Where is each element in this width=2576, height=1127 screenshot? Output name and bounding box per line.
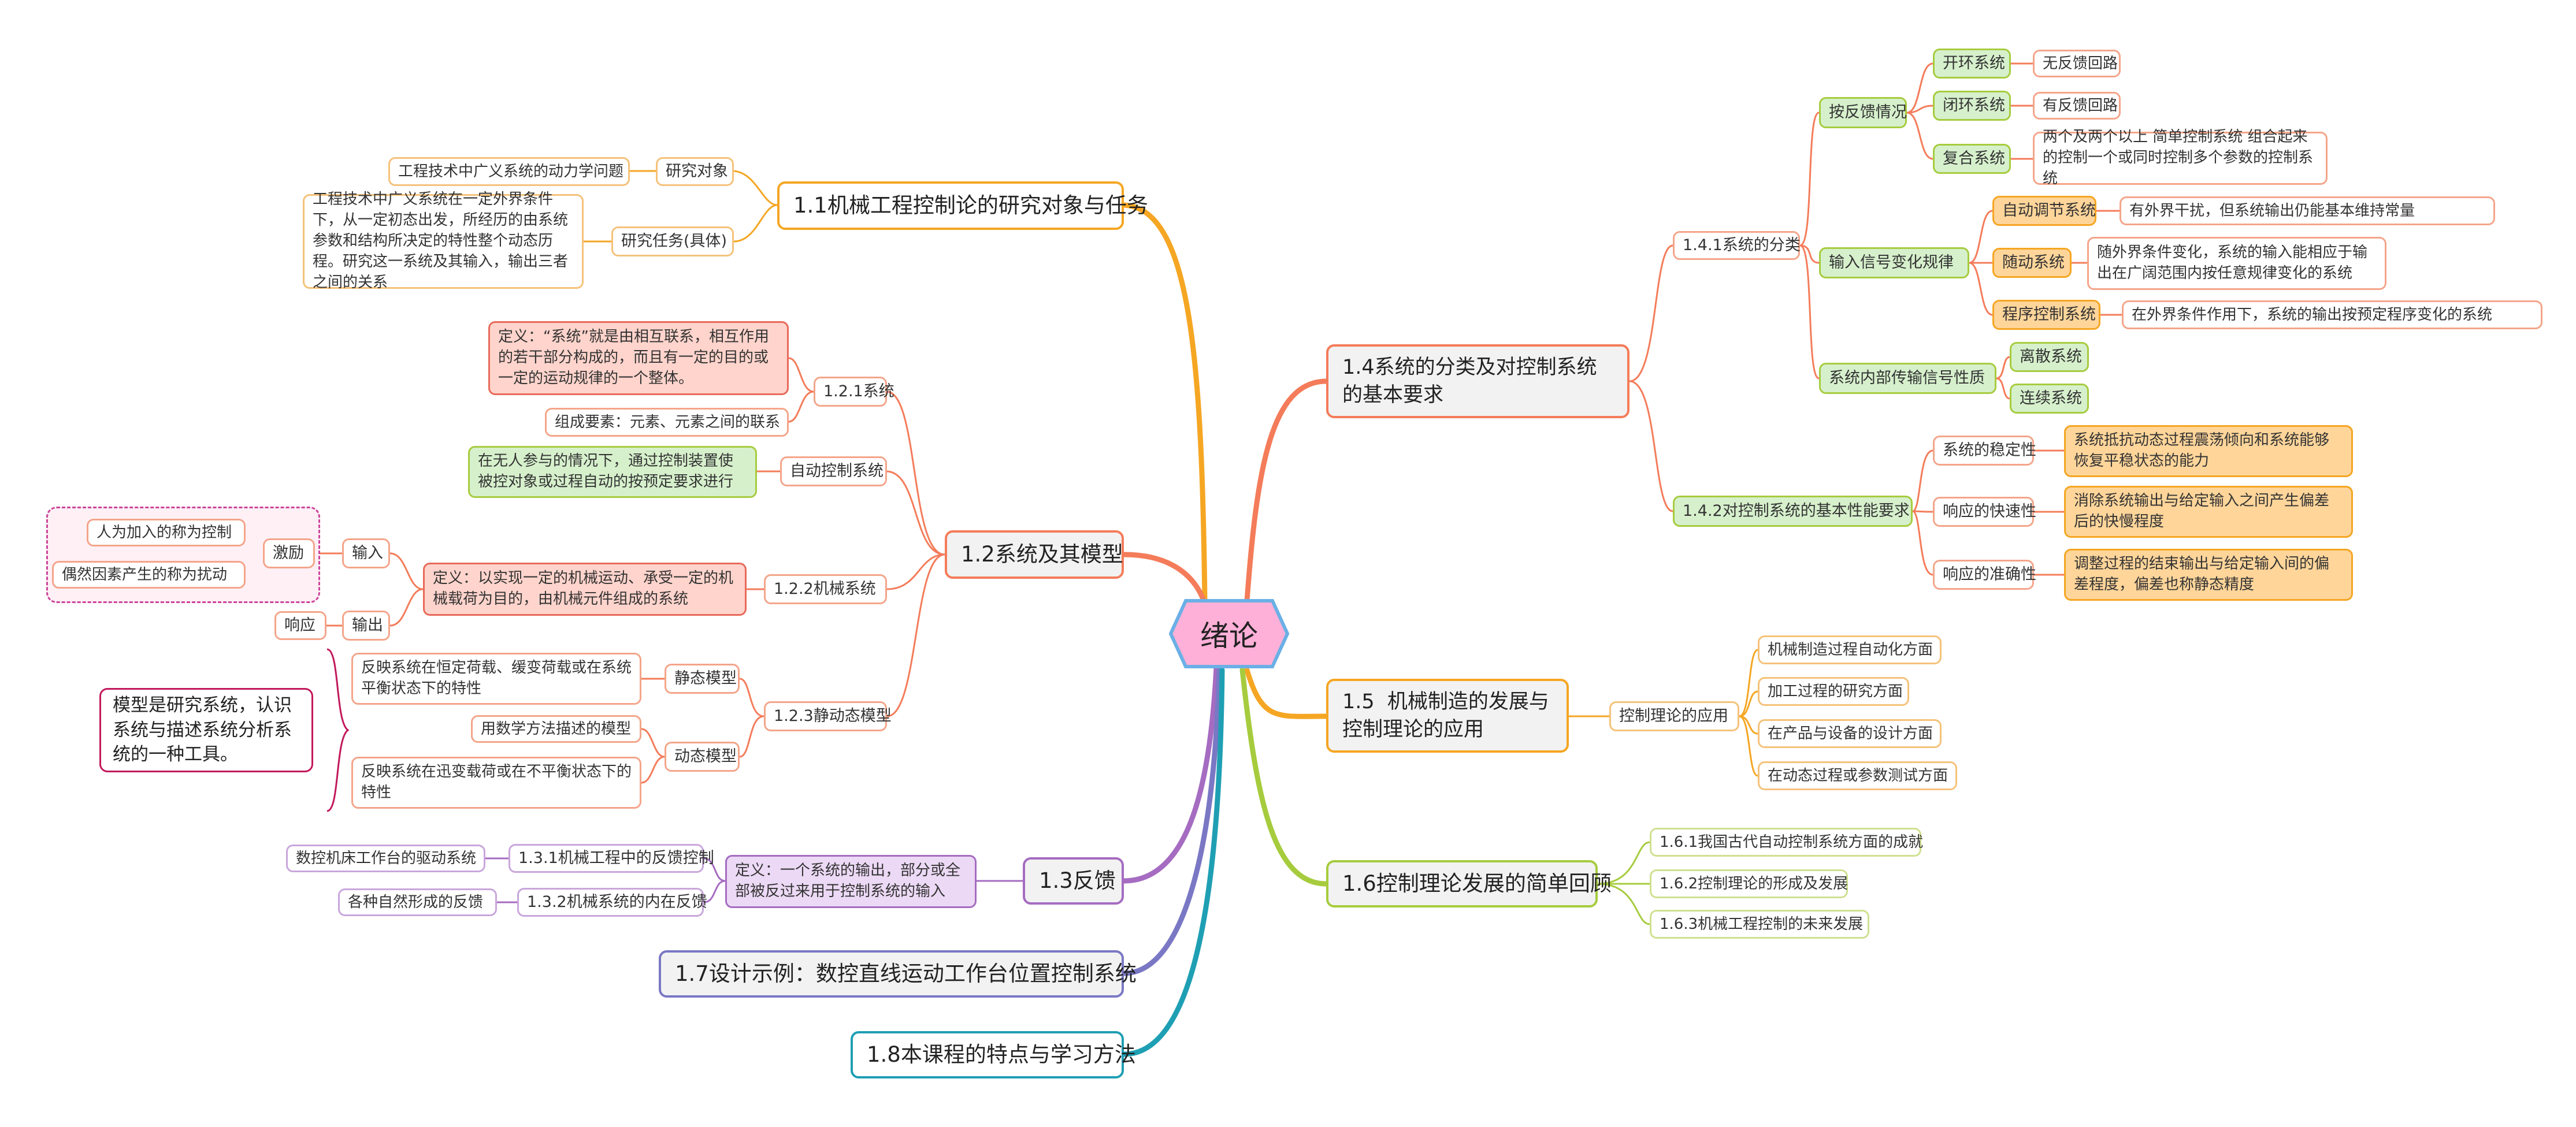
topic-1-5-applications[interactable]: 控制理论的应用 — [1609, 701, 1739, 731]
topic-1-4-1-open-loop-detail[interactable]: 无反馈回路 — [2033, 50, 2121, 77]
topic-1-2-3-summary-note[interactable]: 模型是研究系统，认识系统与描述系统分析系统的一种工具。 — [99, 688, 313, 772]
topic-1-4-2-speed[interactable]: 响应的快速性 — [1933, 497, 2036, 527]
topic-1-3-1[interactable]: 1.3.1机械工程中的反馈控制 — [508, 844, 714, 873]
topic-1-5[interactable]: 1.5 机械制造的发展与控制理论的应用 — [1326, 679, 1569, 753]
central-topic-title: 绪论 — [1200, 619, 1258, 653]
topic-1-2-auto-control[interactable]: 自动控制系统 — [780, 456, 887, 486]
topic-1-4-1-open-loop[interactable]: 开环系统 — [1933, 49, 2011, 79]
topic-1-4-2[interactable]: 1.4.2对控制系统的基本性能要求 — [1673, 496, 1913, 527]
topic-1-1-task-detail[interactable]: 工程技术中广义系统在一定外界条件下，从一定初态出发，所经历的由系统参数和结构所决… — [303, 191, 584, 291]
topic-1-4-1-closed-loop[interactable]: 闭环系统 — [1933, 91, 2011, 121]
topic-1-4-1-program-control-detail[interactable]: 在外界条件作用下，系统的输出按预定程序变化的系统 — [2122, 300, 2542, 329]
topic-1-5-app-design[interactable]: 在产品与设备的设计方面 — [1758, 719, 1942, 748]
topic-1-4[interactable]: 1.4系统的分类及对控制系统的基本要求 — [1326, 344, 1630, 418]
topic-1-5-app-testing[interactable]: 在动态过程或参数测试方面 — [1758, 761, 1957, 790]
topic-1-4-1-by-signal-nature[interactable]: 系统内部传输信号性质 — [1819, 363, 1996, 394]
topic-1-2-2-input[interactable]: 输入 — [342, 538, 390, 568]
topic-1-1-object[interactable]: 研究对象 — [656, 157, 734, 186]
topic-1-2-1-components[interactable]: 组成要素：元素、元素之间的联系 — [545, 408, 789, 437]
topic-1-4-1-servo[interactable]: 随动系统 — [1992, 248, 2072, 278]
topic-1-6-2[interactable]: 1.6.2控制理论的形成及发展 — [1650, 869, 1848, 898]
topic-1-4-1[interactable]: 1.4.1系统的分类 — [1673, 231, 1801, 260]
central-topic[interactable]: 绪论 — [1168, 598, 1290, 669]
topic-1-2-3-dynamic-detail-2[interactable]: 反映系统在迅变载荷或在不平衡状态下的特性 — [351, 757, 641, 809]
topic-1-4-2-stability-detail[interactable]: 系统抵抗动态过程震荡倾向和系统能够恢复平稳状态的能力 — [2064, 425, 2353, 477]
topic-1-4-2-speed-detail[interactable]: 消除系统输出与给定输入之间产生偏差后的快慢程度 — [2064, 486, 2353, 538]
topic-1-6[interactable]: 1.6控制理论发展的简单回顾 — [1326, 860, 1612, 907]
topic-1-2-2-response[interactable]: 响应 — [274, 611, 326, 640]
topic-1-8[interactable]: 1.8本课程的特点与学习方法 — [851, 1031, 1136, 1078]
topic-1-2-3[interactable]: 1.2.3静动态模型 — [764, 701, 892, 731]
topic-1-6-3[interactable]: 1.6.3机械工程控制的未来发展 — [1650, 910, 1869, 939]
topic-1-4-1-continuous[interactable]: 连续系统 — [2010, 384, 2089, 414]
topic-1-2-2-output[interactable]: 输出 — [342, 611, 390, 641]
topic-1-5-app-automation[interactable]: 机械制造过程自动化方面 — [1758, 635, 1942, 664]
topic-1-3-2[interactable]: 1.3.2机械系统的内在反馈 — [517, 888, 707, 917]
topic-1-4-2-accuracy-detail[interactable]: 调整过程的结束输出与给定输入间的偏差程度，偏差也称静态精度 — [2064, 549, 2353, 601]
topic-1-3-1-detail[interactable]: 数控机床工作台的驱动系统 — [286, 845, 485, 872]
topic-1-2-3-static-detail[interactable]: 反映系统在恒定荷载、缓变荷载或在系统平衡状态下的特性 — [351, 653, 641, 705]
topic-1-1-object-detail[interactable]: 工程技术中广义系统的动力学问题 — [388, 157, 630, 186]
topic-1-2-2-control[interactable]: 人为加入的称为控制 — [87, 519, 246, 546]
topic-1-2-1[interactable]: 1.2.1系统 — [814, 377, 894, 407]
topic-1-2-2[interactable]: 1.2.2机械系统 — [764, 574, 887, 604]
topic-1-1[interactable]: 1.1机械工程控制论的研究对象与任务 — [777, 181, 1148, 230]
topic-1-5-app-machining[interactable]: 加工过程的研究方面 — [1758, 677, 1909, 706]
topic-1-4-1-discrete[interactable]: 离散系统 — [2010, 342, 2089, 372]
topic-1-4-1-by-feedback[interactable]: 按反馈情况 — [1819, 97, 1907, 128]
topic-1-1-task[interactable]: 研究任务(具体) — [611, 226, 734, 256]
topic-1-3-2-detail[interactable]: 各种自然形成的反馈 — [338, 888, 497, 916]
topic-1-2-1-definition[interactable]: 定义：“系统”就是由相互联系，相互作用的若干部分构成的，而且有一定的目的或一定的… — [488, 321, 789, 395]
topic-1-2-auto-control-definition[interactable]: 在无人参与的情况下，通过控制装置使被控对象或过程自动的按预定要求进行 — [468, 446, 757, 498]
topic-1-3[interactable]: 1.3反馈 — [1023, 857, 1124, 905]
topic-1-4-2-stability[interactable]: 系统的稳定性 — [1933, 436, 2036, 466]
topic-1-2[interactable]: 1.2系统及其模型 — [945, 530, 1124, 579]
topic-1-2-3-dynamic-detail-1[interactable]: 用数学方法描述的模型 — [471, 715, 641, 743]
topic-1-6-1[interactable]: 1.6.1我国古代自动控制系统方面的成就 — [1650, 828, 1923, 857]
topic-1-2-2-definition[interactable]: 定义：以实现一定的机械运动、承受一定的机械载荷为目的，由机械元件组成的系统 — [423, 563, 747, 616]
topic-1-7[interactable]: 1.7设计示例：数控直线运动工作台位置控制系统 — [659, 950, 1137, 998]
topic-1-4-1-closed-loop-detail[interactable]: 有反馈回路 — [2033, 92, 2121, 120]
topic-1-2-2-disturbance[interactable]: 偶然因素产生的称为扰动 — [52, 561, 246, 589]
topic-1-4-1-auto-regulation[interactable]: 自动调节系统 — [1992, 196, 2096, 226]
topic-1-3-definition[interactable]: 定义：一个系统的输出，部分或全部被反过来用于控制系统的输入 — [725, 855, 977, 908]
topic-1-2-3-static[interactable]: 静态模型 — [665, 664, 740, 694]
topic-1-4-1-servo-detail[interactable]: 随外界条件变化，系统的输入能相应于输出在广阔范围内按任意规律变化的系统 — [2087, 237, 2386, 290]
topic-1-4-1-program-control[interactable]: 程序控制系统 — [1992, 300, 2100, 330]
topic-1-4-1-auto-regulation-detail[interactable]: 有外界干扰，但系统输出仍能基本维持常量 — [2120, 196, 2495, 225]
topic-1-4-1-compound-detail[interactable]: 两个及两个以上 简单控制系统 组合起来的控制一个或同时控制多个参数的控制系统 — [2033, 128, 2328, 187]
topic-1-4-1-compound[interactable]: 复合系统 — [1933, 144, 2011, 174]
topic-1-2-2-excitation[interactable]: 激励 — [263, 538, 315, 568]
summary-brace-icon — [326, 648, 350, 812]
topic-1-4-2-accuracy[interactable]: 响应的准确性 — [1933, 560, 2036, 590]
topic-1-4-1-by-input-signal[interactable]: 输入信号变化规律 — [1819, 247, 1969, 278]
topic-1-2-3-dynamic[interactable]: 动态模型 — [665, 742, 740, 772]
